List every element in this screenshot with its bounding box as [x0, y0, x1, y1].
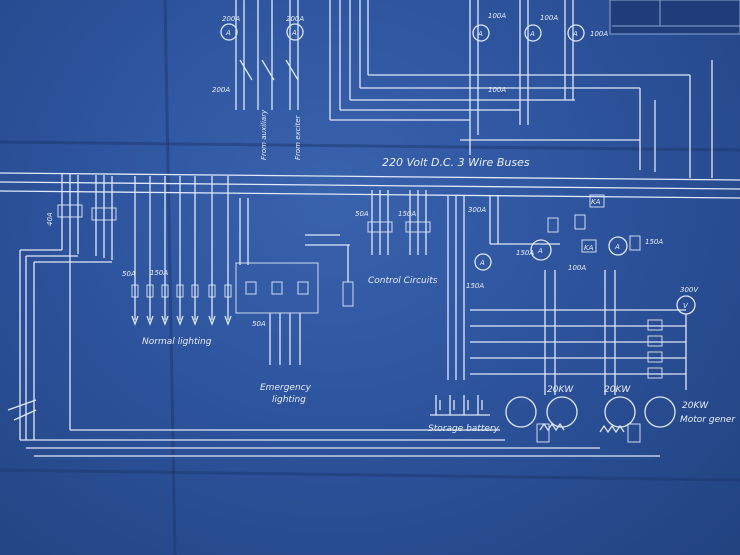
feeder-arrow: [131, 315, 139, 326]
feeder-arrow: [208, 315, 216, 326]
storage-battery-symbol: [430, 395, 490, 416]
fuse-symbol: [146, 284, 154, 298]
rating-label: 100A: [488, 12, 506, 20]
rating-label: 300A: [468, 206, 486, 214]
generator-panel-top: [329, 0, 713, 178]
rating-label: 300V: [680, 286, 699, 294]
rating-label: 150A: [466, 282, 484, 290]
buses-title: 220 Volt D.C. 3 Wire Buses: [382, 156, 530, 169]
emergency-lighting-circuits: [235, 198, 354, 365]
rating-label: 200A: [222, 15, 240, 23]
fold-crease-horizontal: [0, 140, 740, 152]
svg-text:A: A: [479, 259, 485, 267]
svg-text:A: A: [537, 247, 543, 255]
generator-2-rating: 20KW: [604, 385, 631, 395]
rating-label: 100A: [590, 30, 608, 38]
generator-symbols: [505, 396, 676, 443]
return-wiring: [20, 252, 660, 457]
feeder-arrow: [176, 315, 184, 326]
rating-label: KA: [584, 244, 594, 252]
emergency-lighting-label-2: lighting: [272, 395, 306, 405]
generator-1-rating: 20KW: [547, 385, 574, 395]
fuse-symbol: [208, 284, 216, 298]
rating-label: KA: [591, 198, 601, 206]
motor-generator-label: Motor gener: [680, 415, 736, 425]
ammeter-glyph: A: [225, 29, 231, 37]
fuse-symbol: [161, 284, 169, 298]
feeder-arrow: [224, 315, 232, 326]
exciter-feeders: [220, 0, 304, 110]
fuse-symbol: [131, 284, 139, 298]
normal-lighting-circuits: [131, 176, 232, 326]
storage-battery-label: Storage battery: [428, 424, 500, 434]
svg-text:A: A: [291, 29, 297, 37]
main-dc-buses: [0, 172, 740, 199]
left-breaker-bank: [7, 173, 117, 440]
fold-crease-vertical: [163, 0, 177, 555]
rating-label: 200A: [286, 15, 304, 23]
svg-text:A: A: [529, 30, 535, 38]
rating-label: 100A: [488, 86, 506, 94]
rating-label: 50A: [122, 270, 136, 278]
control-circuits: [367, 190, 431, 255]
emergency-lighting-label-1: Emergency: [260, 383, 312, 393]
svg-text:A: A: [477, 30, 483, 38]
rating-label: 50A: [252, 320, 266, 328]
battery-and-generator-switchgear: [447, 194, 696, 395]
rating-label: 100A: [568, 264, 586, 272]
rating-label: 150A: [645, 238, 663, 246]
feeder-arrow: [146, 315, 154, 326]
svg-text:A: A: [572, 30, 578, 38]
title-block-fragment: [609, 0, 740, 35]
feeder-arrow: [191, 315, 199, 326]
fuse-symbol: [176, 284, 184, 298]
rating-label: 150A: [398, 210, 416, 218]
fuse-symbol: [224, 284, 232, 298]
svg-text:A: A: [614, 243, 620, 251]
rating-label: 150A: [150, 269, 168, 277]
rating-label: 40A: [46, 212, 54, 226]
rating-label: 100A: [540, 14, 558, 22]
from-exciter-label: From exciter: [294, 114, 302, 160]
fold-crease-lower: [0, 468, 740, 482]
control-circuits-label: Control Circuits: [368, 276, 438, 286]
from-auxiliary-label: From auxiliary: [260, 109, 268, 160]
feeder-arrow: [161, 315, 169, 326]
rating-label: 50A: [355, 210, 369, 218]
rating-label: 200A: [212, 86, 230, 94]
fuse-symbol: [191, 284, 199, 298]
rating-label: 150A: [516, 249, 534, 257]
motor-generator-rating: 20KW: [682, 401, 709, 411]
normal-lighting-label: Normal lighting: [142, 337, 212, 347]
voltmeter-glyph: V: [683, 302, 689, 310]
